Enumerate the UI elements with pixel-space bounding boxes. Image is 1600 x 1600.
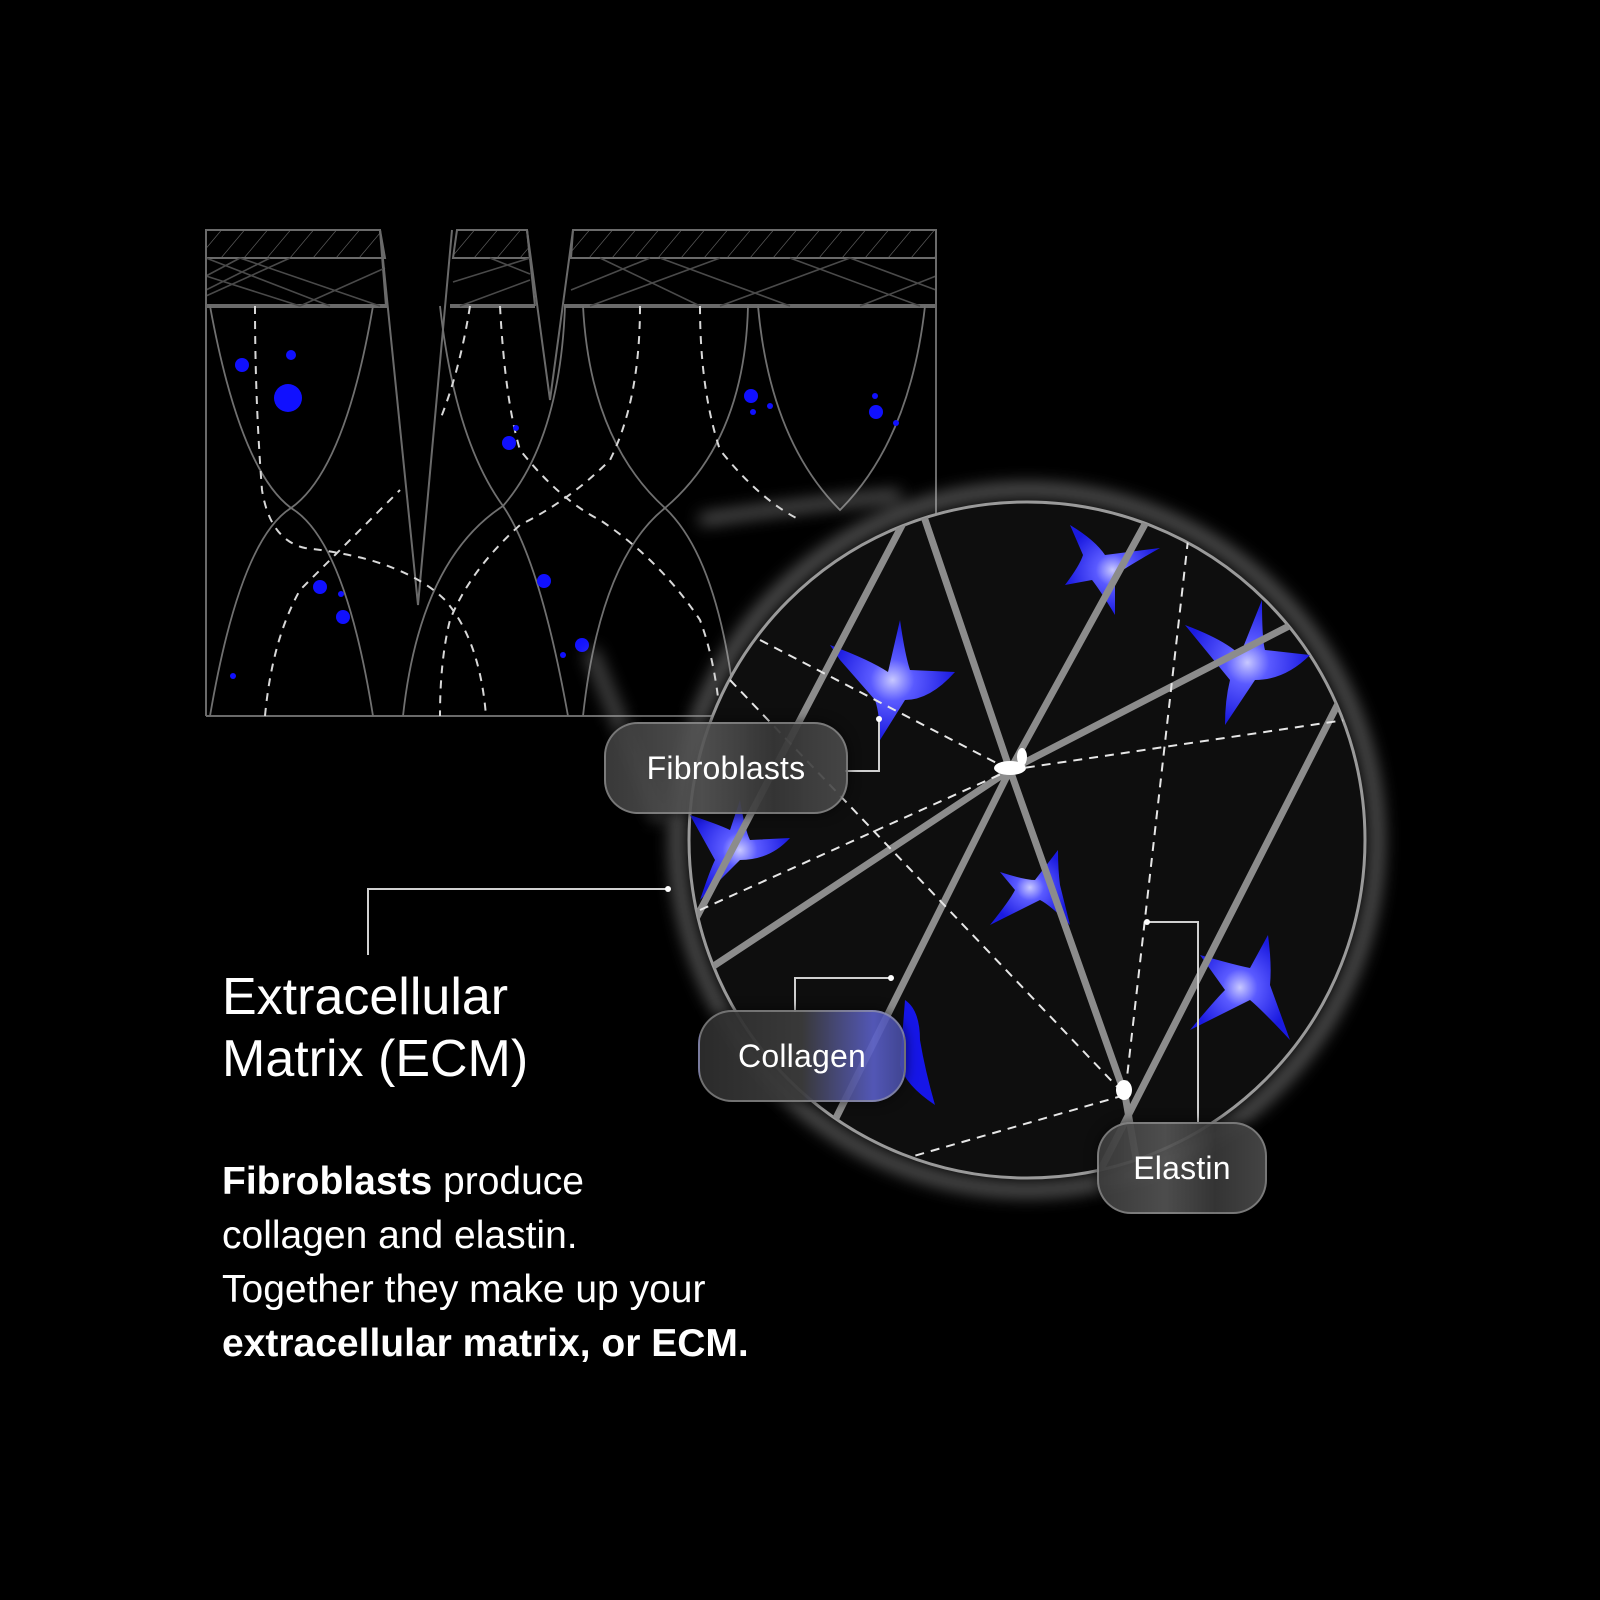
collagen-connector: [794, 977, 891, 1012]
fibroblasts-label-text: Fibroblasts: [646, 749, 806, 786]
fiber-junctions: [994, 748, 1132, 1100]
description-bold-tail: extracellular matrix, or ECM.: [222, 1322, 749, 1365]
description-line-1-rest: produce: [432, 1160, 584, 1203]
elastin-label-text: Elastin: [1133, 1149, 1231, 1186]
description-line-1: Fibroblasts produce: [222, 1155, 862, 1209]
collagen-fibers: [689, 502, 1349, 1178]
fibroblasts-connector: [845, 719, 880, 772]
description-bold-lead: Fibroblasts: [222, 1160, 433, 1203]
description-line-2: collagen and elastin.: [222, 1214, 578, 1257]
magnified-view: [670, 483, 1384, 1197]
title-line-2: Matrix (ECM): [222, 1030, 529, 1088]
skin-cross-section: [205, 229, 937, 717]
ecm-connector: [367, 888, 668, 955]
description-line-3: Together they make up your: [222, 1268, 706, 1311]
description-line-4: extracellular matrix, or ECM.: [222, 1317, 862, 1371]
collagen-label: Collagen: [698, 1010, 906, 1102]
crosshatch-band: [205, 257, 937, 307]
elastin-connector: [1147, 921, 1199, 1122]
description: Fibroblasts produce collagen and elastin…: [222, 1155, 862, 1371]
collagen-label-text: Collagen: [738, 1037, 866, 1074]
title-line-1: Extracellular: [222, 968, 509, 1026]
elastin-fibers: [699, 539, 1346, 1161]
elastin-label: Elastin: [1097, 1122, 1267, 1214]
label-connectors: [367, 716, 1199, 1122]
fibroblasts-label: Fibroblasts: [604, 722, 848, 814]
epidermis-hatch-layer: [205, 229, 937, 259]
page-title: Extracellular Matrix (ECM): [222, 966, 528, 1090]
cell-dots: [230, 350, 899, 679]
